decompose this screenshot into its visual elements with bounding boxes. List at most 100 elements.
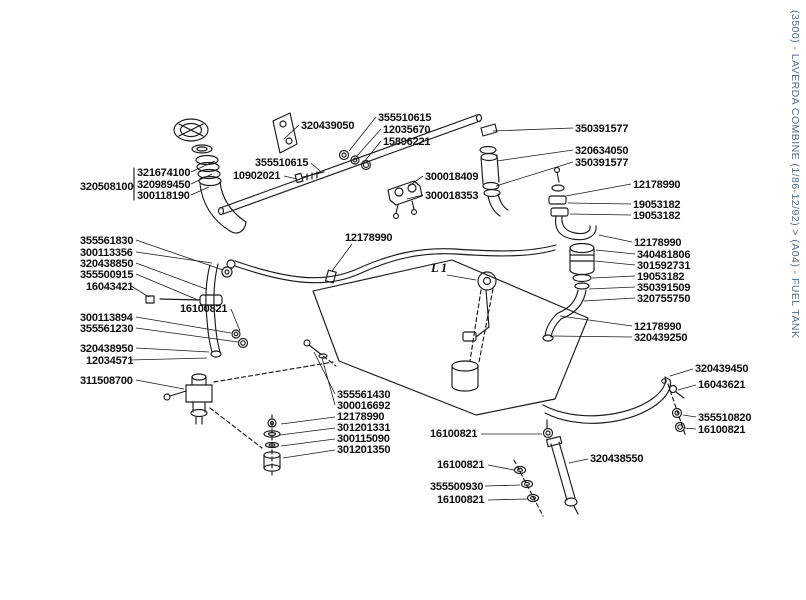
leader-line <box>280 416 336 425</box>
leader-line <box>484 484 521 487</box>
leader-line <box>355 128 382 158</box>
part-number-label: 300018353 <box>425 190 478 202</box>
diagram-artwork <box>131 112 687 517</box>
washer-stack <box>263 414 281 479</box>
leader-line <box>282 449 336 459</box>
leader-line <box>135 316 232 334</box>
part-number-label: 16100821 <box>437 494 484 506</box>
leader-line <box>682 414 697 418</box>
tank-reference-label: L 1 <box>430 261 447 275</box>
leader-line <box>495 161 574 187</box>
leader-line <box>567 202 632 205</box>
leader-line <box>595 249 636 255</box>
part-number-label: 16043421 <box>86 281 133 293</box>
drain-washers <box>513 459 544 517</box>
leader-line <box>283 175 298 180</box>
part-number-label: 16100821 <box>430 428 477 440</box>
part-number-label: 350391577 <box>575 123 628 135</box>
leader-line <box>230 308 241 332</box>
part-number-label: 16100821 <box>180 303 227 315</box>
leader-line <box>283 124 300 140</box>
part-number-label: 340481806 <box>637 249 690 261</box>
leader-line <box>669 368 694 377</box>
part-number-label: 16100821 <box>698 424 745 436</box>
part-number-label: 355561830 <box>80 235 133 247</box>
leader-line <box>446 274 477 281</box>
leader-line <box>135 273 199 301</box>
leader-line <box>406 194 424 200</box>
fuel-line <box>226 244 557 284</box>
part-number-label: 300115090 <box>337 433 390 445</box>
part-number-label: 19053182 <box>633 210 680 222</box>
leader-line <box>559 315 633 327</box>
leader-line <box>677 384 697 391</box>
part-number-label: 16043621 <box>698 379 745 391</box>
page-side-title: (3500) - LAVERDA COMBINE (1/86-12/92) > … <box>789 10 801 339</box>
part-number-label: 320634050 <box>575 145 628 157</box>
part-number-label: 355500915 <box>80 269 133 281</box>
part-number-label: 12178990 <box>633 179 680 191</box>
leader-line <box>331 243 353 272</box>
leader-line <box>568 458 589 464</box>
part-number-label: 19053182 <box>633 199 680 211</box>
leader-line <box>348 116 377 152</box>
leader-line <box>588 286 636 290</box>
leader-line <box>598 234 633 243</box>
part-number-label: 355510615 <box>255 157 308 169</box>
leader-line <box>408 175 424 187</box>
leader-line <box>190 186 210 196</box>
leader-line <box>363 140 382 163</box>
part-number-label: 300018409 <box>425 171 478 183</box>
part-number-label: 355500930 <box>430 481 483 493</box>
leader-line <box>583 297 636 302</box>
leader-line <box>321 357 336 406</box>
part-number-label: 355510820 <box>698 412 751 424</box>
leader-line <box>130 285 150 298</box>
part-number-label: 320438850 <box>80 258 133 270</box>
leader-line <box>684 427 697 430</box>
part-number-label: 311508700 <box>80 375 133 387</box>
leader-line <box>135 239 224 271</box>
leader-lines <box>129 116 697 501</box>
upper-fasteners <box>294 149 372 184</box>
part-number-label: 19053182 <box>637 271 684 283</box>
leader-line <box>190 160 216 173</box>
part-number-label: 350391577 <box>575 157 628 169</box>
leader-line <box>135 327 239 343</box>
leader-line <box>279 427 336 436</box>
part-number-label: 300118190 <box>137 190 190 202</box>
leader-line <box>591 275 636 279</box>
leader-line <box>129 357 208 361</box>
part-number-label: 355561430 <box>337 389 390 401</box>
fuel-tap <box>163 361 334 449</box>
leader-line <box>552 335 633 338</box>
upper-bracket <box>272 112 298 154</box>
pipe-clamp-plate <box>387 180 423 220</box>
drain-tube-assembly <box>542 419 579 515</box>
leader-line <box>190 173 213 185</box>
part-number-label: 10902021 <box>233 170 280 182</box>
part-number-label: 320438950 <box>80 343 133 355</box>
leader-line <box>135 262 207 290</box>
part-number-label: 12178990 <box>634 321 681 333</box>
part-number-label: 12034571 <box>86 355 133 367</box>
part-number-label: 12178990 <box>345 232 392 244</box>
left-pipe-assembly <box>145 263 249 358</box>
support-strap <box>542 376 672 424</box>
leader-line <box>313 351 336 395</box>
leader-line <box>487 464 515 471</box>
part-number-label: 320439050 <box>301 120 354 132</box>
part-number-label: 301592731 <box>637 260 690 272</box>
leader-line <box>135 347 210 353</box>
part-number-label: 321674100 <box>137 167 190 179</box>
part-number-label: 300113356 <box>80 247 133 259</box>
part-number-label: 300113894 <box>80 312 134 324</box>
part-number-label: 355561230 <box>80 323 133 335</box>
leader-line <box>492 127 574 132</box>
part-number-label: 350391509 <box>637 282 690 294</box>
part-number-label: 16100821 <box>437 459 484 471</box>
leader-line <box>135 379 185 390</box>
fuel-tank <box>303 259 589 416</box>
